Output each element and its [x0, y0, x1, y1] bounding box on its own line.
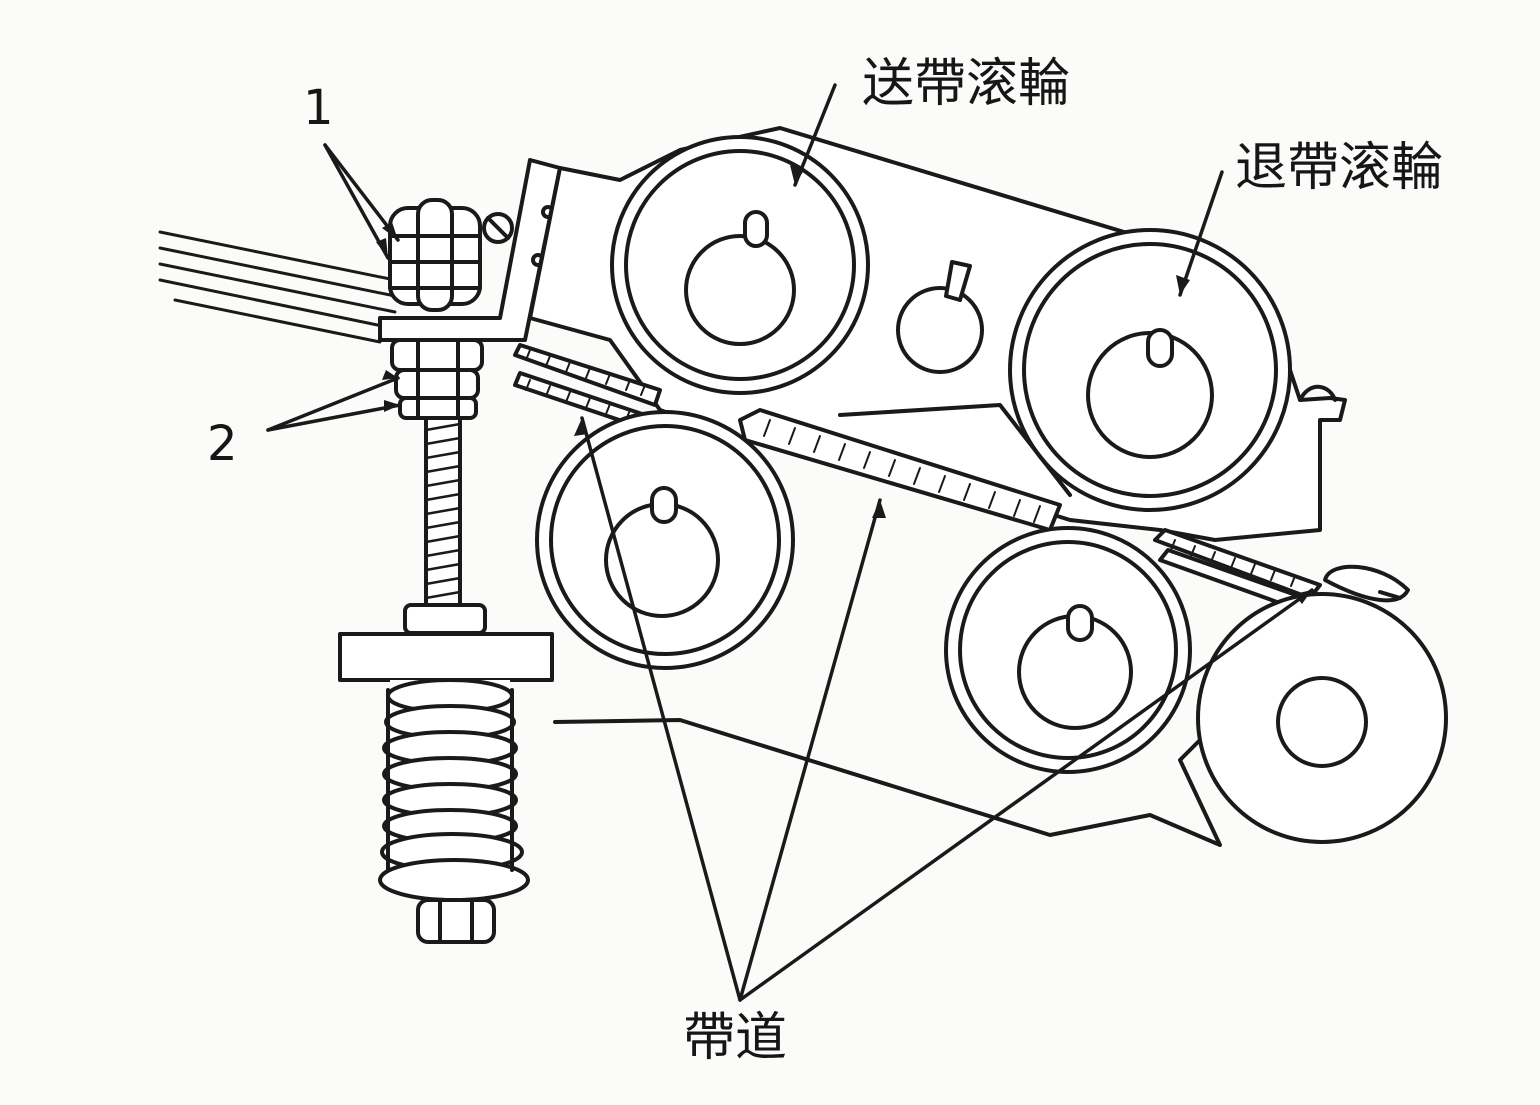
feed-roller-label: 送帶滚輪 [862, 54, 1071, 114]
adjustment-bracket [378, 158, 562, 342]
part-1-label: 1 [303, 80, 334, 136]
lower-frame-plate [553, 698, 1242, 847]
belt-path [513, 343, 1322, 614]
lock-nuts [390, 338, 484, 420]
return-roller-label: 退帶滚輪 [1235, 138, 1444, 198]
lower-left-roller [535, 410, 795, 670]
spring-assembly [338, 632, 554, 944]
part-2-label: 2 [207, 416, 238, 472]
threaded-shaft [403, 416, 487, 635]
return-roller [1008, 228, 1292, 512]
idler-pulley [896, 260, 984, 374]
leader-lines [266, 83, 1314, 1002]
lower-right-roller [1196, 564, 1448, 844]
arrow-heads [376, 165, 1312, 604]
lower-middle-roller [944, 526, 1192, 774]
belt-path-label: 帶道 [683, 1008, 788, 1068]
cable-bundle [158, 230, 397, 344]
feed-roller [610, 135, 870, 395]
